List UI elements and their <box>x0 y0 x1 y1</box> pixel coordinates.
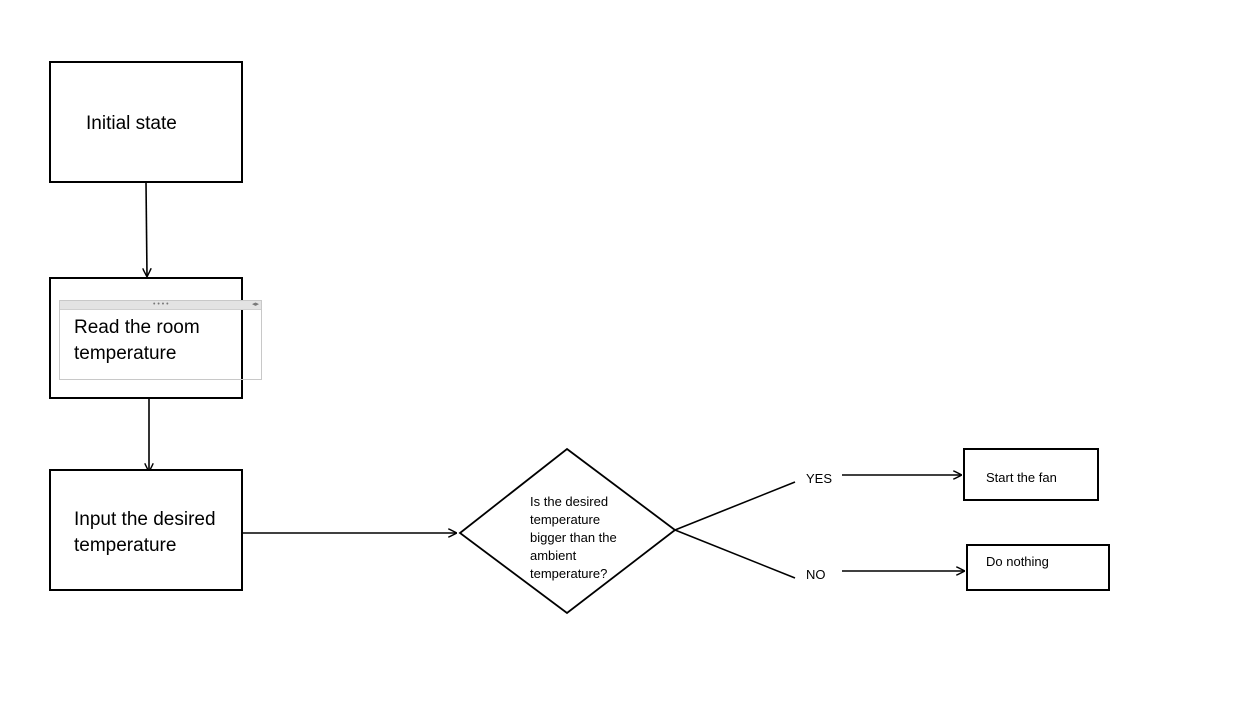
decision-label-line3: bigger than the <box>530 530 617 545</box>
decision-label-line4: ambient <box>530 548 577 563</box>
grip-dots-icon[interactable]: • • • • <box>153 301 169 308</box>
decision-label-line2: temperature <box>530 512 601 527</box>
node-start-fan[interactable] <box>963 448 1099 501</box>
node-do-nothing-label: Do nothing <box>986 554 1049 569</box>
node-initial-state[interactable] <box>49 61 243 183</box>
node-read-temperature[interactable] <box>49 277 243 399</box>
node-start-fan-label: Start the fan <box>986 470 1057 485</box>
decision-label-line5: temperature? <box>530 566 608 581</box>
node-input-temperature-label-line1: Input the desired <box>74 509 216 530</box>
selected-textbox[interactable]: • • • • ◂▸ <box>59 300 262 380</box>
node-initial-state-label: Initial state <box>86 113 177 134</box>
edge-initial-to-read[interactable] <box>146 181 147 276</box>
decision-diamond[interactable] <box>458 447 677 615</box>
node-do-nothing[interactable] <box>966 544 1110 591</box>
decision-label-line1: Is the desired <box>530 494 609 509</box>
branch-no-label: NO <box>806 567 826 582</box>
node-read-temperature-label-line1: Read the room <box>74 317 200 338</box>
branch-yes-label: YES <box>806 471 833 486</box>
node-read-temperature-label-line2: temperature <box>74 343 177 364</box>
edge-decision-yes[interactable] <box>674 481 796 531</box>
node-input-temperature[interactable] <box>49 469 243 591</box>
textbox-handle-bar[interactable]: • • • • ◂▸ <box>60 301 261 310</box>
edge-decision-no[interactable] <box>674 529 796 579</box>
node-input-temperature-label-line2: temperature <box>74 535 177 556</box>
resize-arrows-icon[interactable]: ◂▸ <box>251 301 259 308</box>
